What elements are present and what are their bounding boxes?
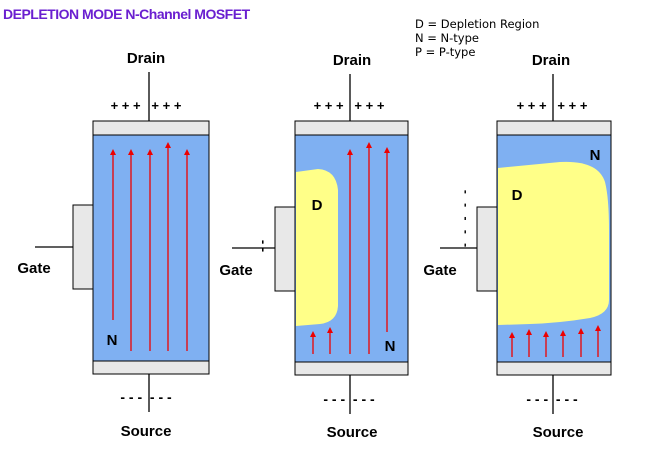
diagram-title: DEPLETION MODE N-Channel MOSFET <box>3 6 250 22</box>
current-arrows <box>509 325 601 357</box>
legend-item-n-type: N = N-type <box>415 31 479 45</box>
gate-electrode <box>72 204 94 290</box>
drain-label: Drain <box>532 52 570 69</box>
mosfet-diagram-1: Drain + + + + + + - - - - - - Source Gat… <box>17 50 210 440</box>
drain-charges: + + + + + + <box>517 98 588 113</box>
gate-electrode <box>476 206 498 292</box>
drain-label: Drain <box>127 50 165 67</box>
drain-label: Drain <box>333 52 371 69</box>
n-channel <box>92 134 210 362</box>
source-label: Source <box>533 424 584 441</box>
mosfet-diagram-3: Drain + + + + + + - - - - - - Source Gat… <box>423 52 612 441</box>
source-charges: - - - - - - <box>120 389 172 405</box>
drain-charges: + + + + + + <box>111 98 182 113</box>
gate-label: Gate <box>423 262 456 279</box>
gate-label: Gate <box>17 260 50 277</box>
legend-item-p-type: P = P-type <box>415 45 476 59</box>
legend-item-depletion: D = Depletion Region <box>415 17 540 31</box>
legend: D = Depletion Region N = N-type P = P-ty… <box>415 17 539 59</box>
region-label-d: D <box>512 187 523 204</box>
source-charges: - - - - - - <box>323 391 375 407</box>
drain-contact <box>294 120 409 136</box>
current-arrows <box>310 142 390 354</box>
drain-contact <box>496 120 612 136</box>
region-label-n: N <box>385 338 396 355</box>
source-contact <box>496 361 612 376</box>
region-label-d: D <box>312 197 323 214</box>
region-label-n: N <box>107 332 118 349</box>
gate-charges: - - <box>257 240 272 252</box>
gate-electrode <box>274 206 296 292</box>
drain-contact <box>92 120 210 136</box>
mosfet-diagram-2: Drain + + + + + + - - - - - - Source Gat… <box>219 52 409 441</box>
source-contact <box>92 360 210 375</box>
source-label: Source <box>327 424 378 441</box>
drain-charges: + + + + + + <box>314 98 385 113</box>
gate-charges: - - - - - <box>459 190 473 250</box>
current-arrows <box>110 142 190 351</box>
gate-label: Gate <box>219 262 252 279</box>
region-label-n: N <box>590 147 601 164</box>
source-charges: - - - - - - <box>526 391 578 407</box>
depletion-region <box>498 161 609 325</box>
source-contact <box>294 361 409 376</box>
source-label: Source <box>121 423 172 440</box>
depletion-region <box>296 169 338 326</box>
